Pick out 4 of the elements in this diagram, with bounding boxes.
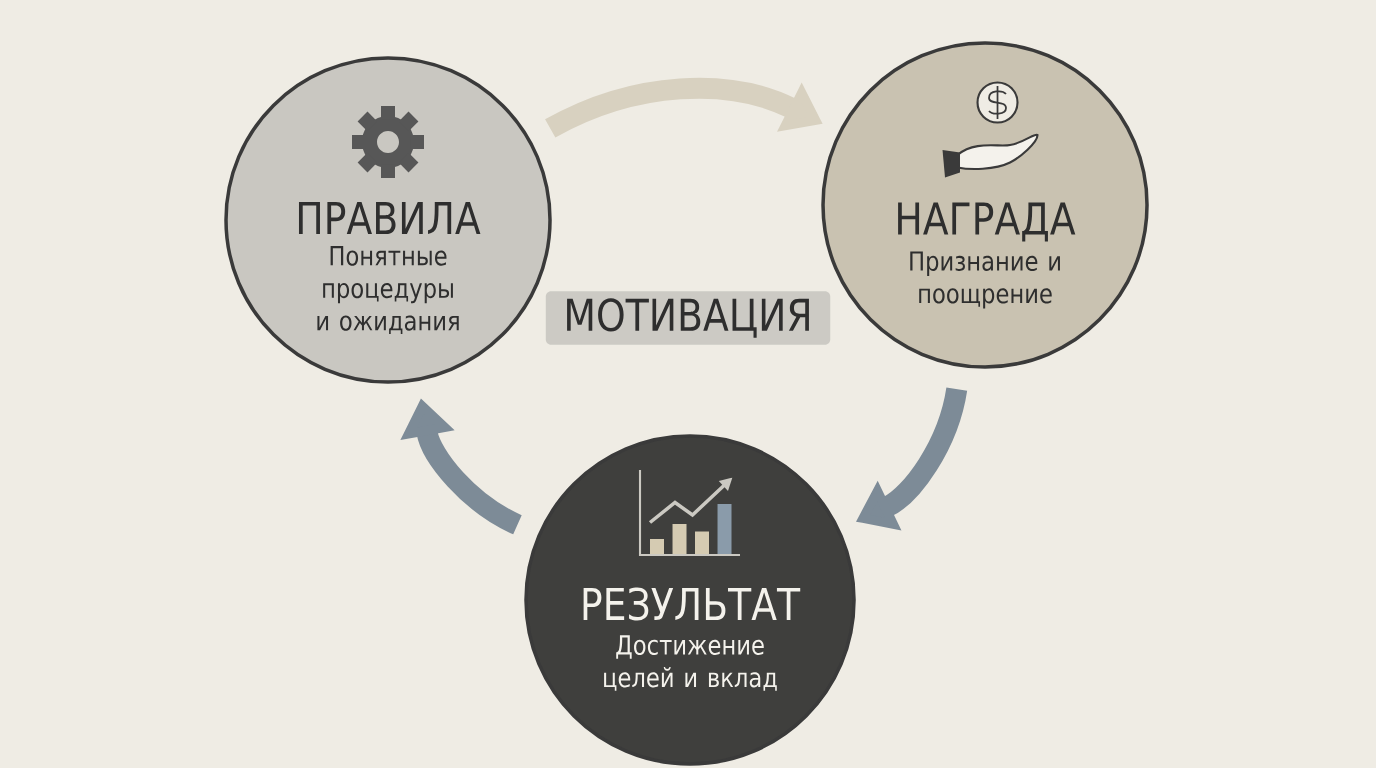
circle-node: НАГРАДА Признание и поощрение: [821, 41, 1149, 369]
circle-node: РЕЗУЛЬТАТ Достижение целей и вклад: [524, 434, 856, 766]
highlighted-label: МОТИВАЦИЯ: [545, 291, 831, 345]
circle-node: ПРАВИЛА Понятные процедуры и ожидания: [224, 56, 552, 384]
